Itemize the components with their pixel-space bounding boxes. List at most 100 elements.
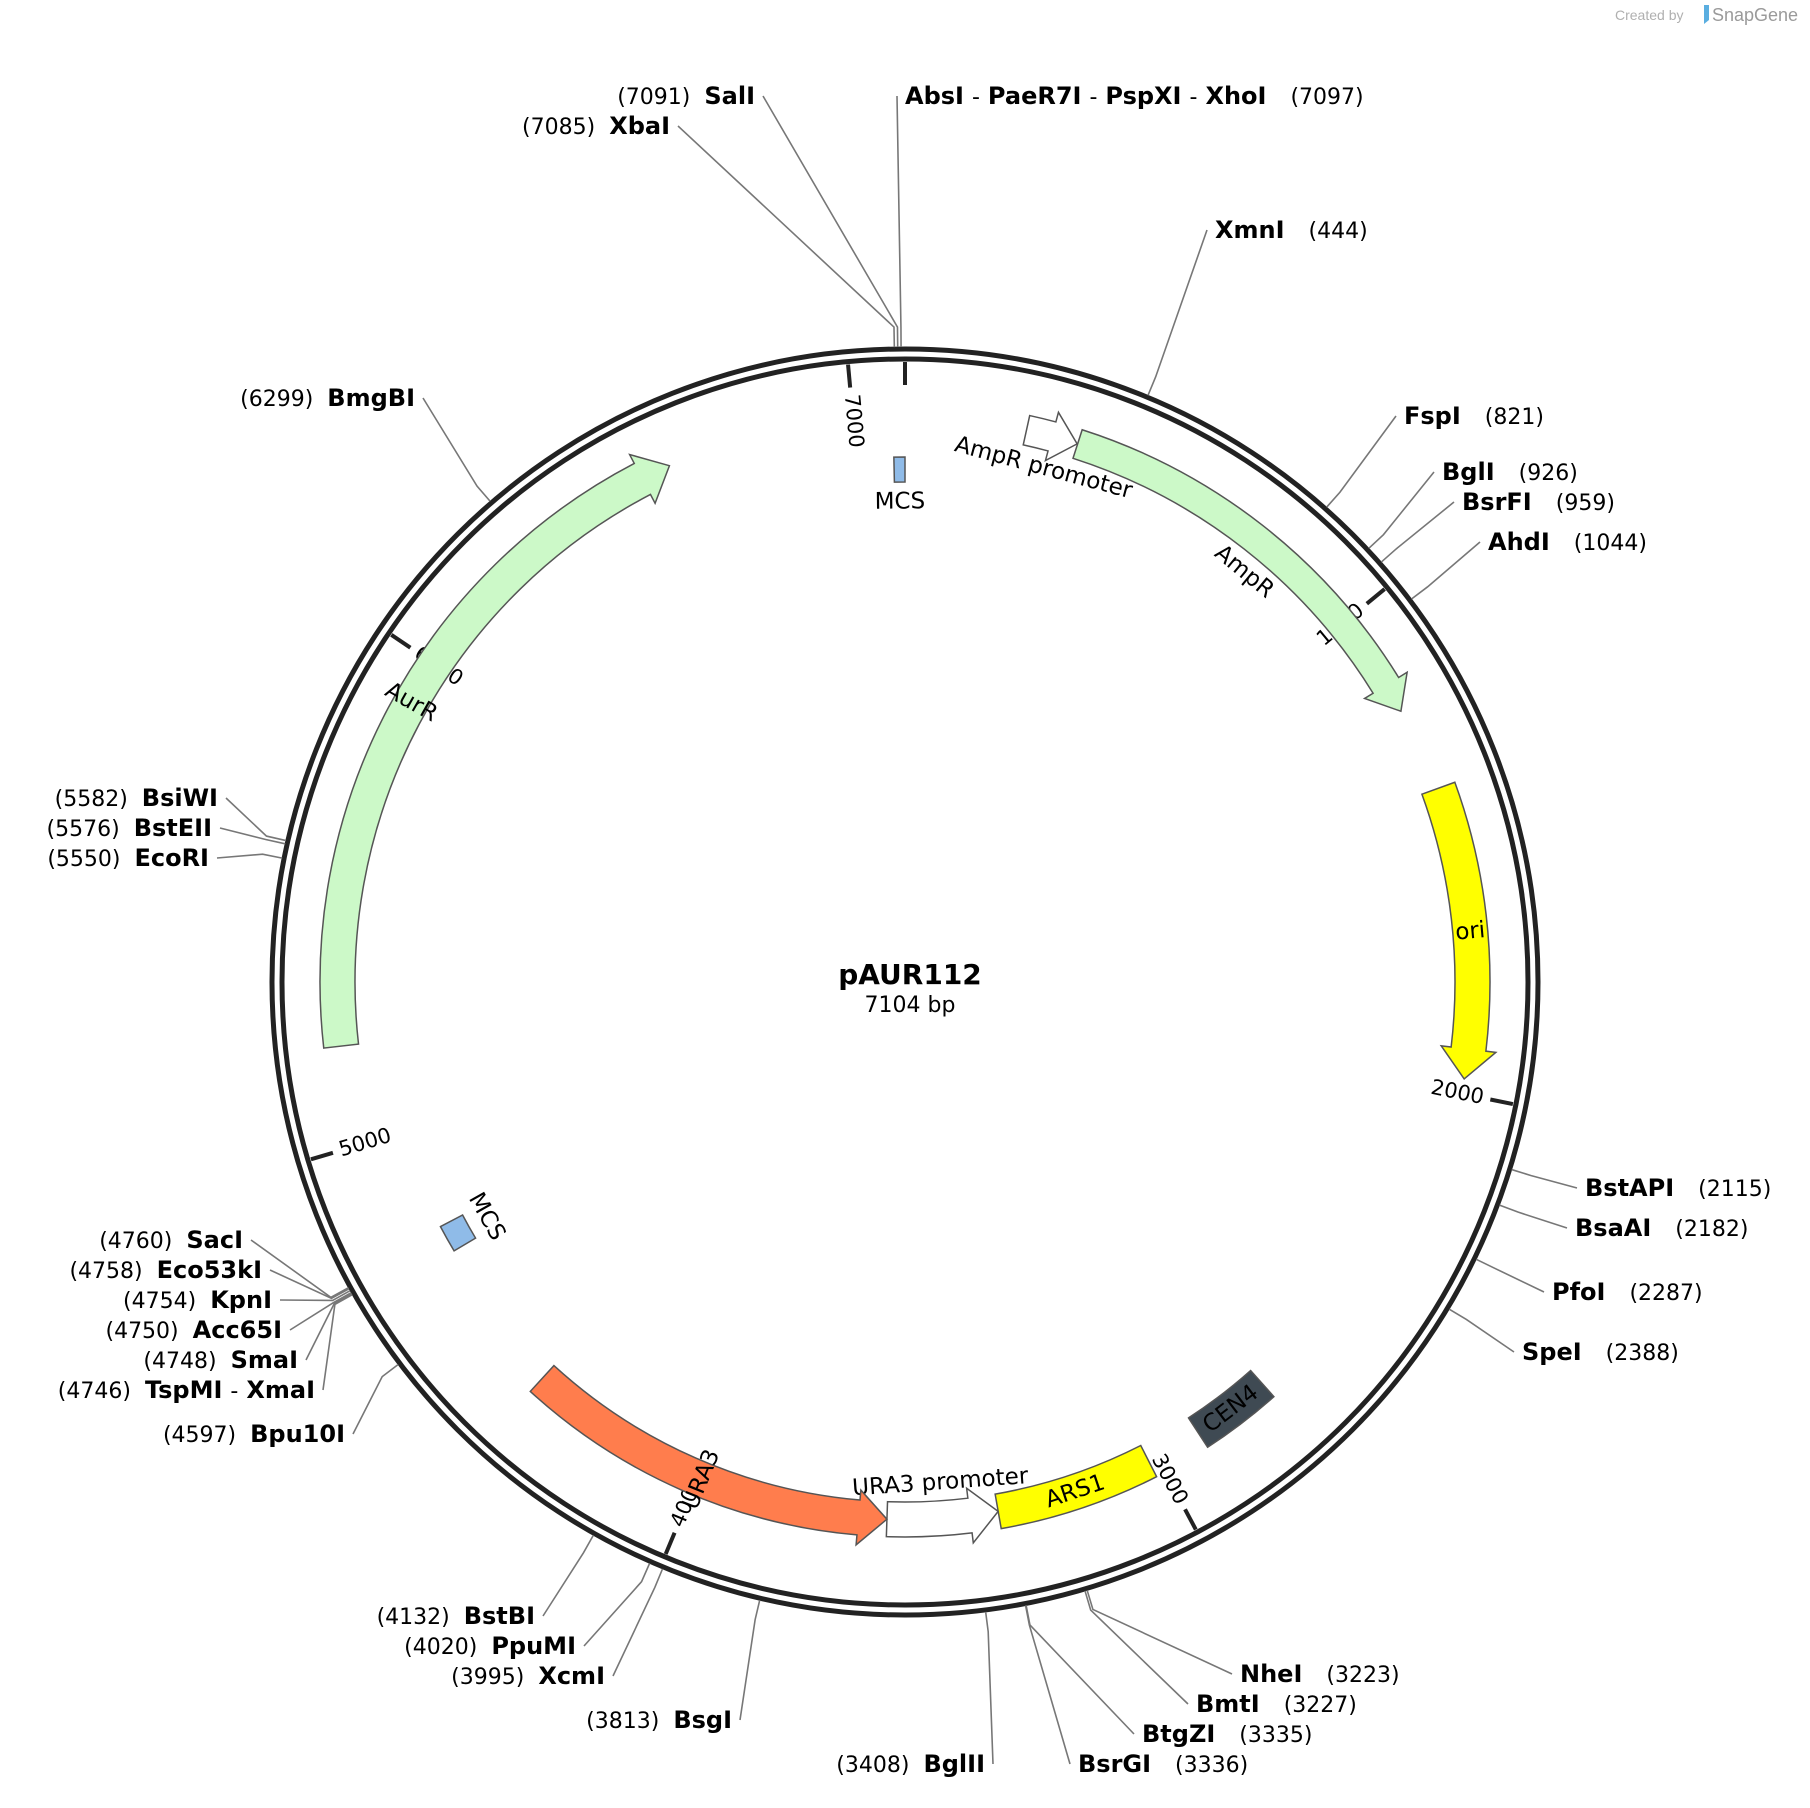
- site-enzyme: XmaI: [246, 1376, 315, 1404]
- site-kpni: (4754)KpnI: [123, 1286, 351, 1314]
- site-label: BglI(926): [1442, 458, 1578, 486]
- site-xcmi: (3995)XcmI: [451, 1568, 664, 1690]
- site-bsaai: BsaAI(2182): [1499, 1204, 1748, 1242]
- site-bmgbi: (6299) BmgBI: [240, 384, 491, 502]
- site-position: (821): [1485, 405, 1544, 430]
- site-label: BmtI(3227): [1196, 1690, 1357, 1718]
- site-label: (5550)EcoRI: [47, 844, 209, 872]
- site-enzyme: AhdI: [1488, 528, 1550, 556]
- site-enzyme: PpuMI: [491, 1632, 576, 1660]
- site-label: (7085) XbaI: [522, 112, 670, 140]
- site-fspi: FspI (821): [1326, 402, 1544, 508]
- site-enzyme: FspI: [1404, 402, 1461, 430]
- site-enzyme: BsrGI: [1078, 1750, 1151, 1778]
- feature-mcs: [893, 456, 906, 483]
- site-bsiwi: (5582)BsiWI: [55, 784, 287, 842]
- tick-label: 5000: [336, 1123, 394, 1161]
- restriction-sites: (7091)SalI (7085) XbaI AbsI-PaeR7I-PspXI-Xh…: [47, 82, 1772, 1778]
- site-leader: [250, 1239, 349, 1299]
- site-label: XmnI(444): [1215, 216, 1368, 244]
- site-position: (6299): [240, 387, 313, 412]
- site-ppumi: (4020) PpuMI: [404, 1563, 651, 1660]
- site-enzyme: XhoI: [1205, 82, 1266, 110]
- site-nhei: NheI(3223): [1086, 1590, 1400, 1688]
- site-label: (5582)BsiWI: [55, 784, 218, 812]
- site-position: (5576): [47, 817, 120, 842]
- site-leader: [1024, 1605, 1071, 1765]
- tick-mark: [1365, 587, 1386, 606]
- site-leader: [1499, 1204, 1568, 1229]
- site-enzyme: Bpu10I: [250, 1420, 345, 1448]
- site-sali: (7091)SalI: [617, 82, 899, 348]
- site-enzyme: EcoRI: [134, 844, 209, 872]
- site-position: (4748): [143, 1349, 216, 1374]
- tick-label: 2000: [1429, 1075, 1486, 1109]
- feature-mcs: [439, 1213, 477, 1252]
- site-label: (4020) PpuMI: [404, 1632, 576, 1660]
- site-leader: [322, 1293, 353, 1391]
- site-tspmi-xmai: (4746)TspMI-XmaI: [58, 1293, 353, 1404]
- tick-label: 3000: [1147, 1450, 1193, 1508]
- tick-mark: [846, 364, 853, 388]
- site-enzyme: Acc65I: [193, 1316, 282, 1344]
- plasmid-name: pAUR112: [838, 958, 982, 991]
- feature-ori: [1420, 781, 1498, 1081]
- site-position: (2182): [1675, 1217, 1748, 1242]
- site-enzyme: XbaI: [609, 112, 670, 140]
- site-smai: (4748) SmaI: [143, 1292, 353, 1374]
- credit-brand: SnapGene: [1712, 5, 1798, 25]
- site-absi-paer7i-pspxi-xhoi: AbsI-PaeR7I-PspXI-XhoI(7097): [896, 82, 1364, 348]
- site-position: (2388): [1606, 1341, 1679, 1366]
- site-enzyme: BmgBI: [327, 384, 415, 412]
- site-enzyme: Eco53kI: [157, 1256, 262, 1284]
- site-position: (4020): [404, 1635, 477, 1660]
- feature-ampr-promoter: [1022, 410, 1079, 463]
- site-label: (4750)Acc65I: [105, 1316, 282, 1344]
- site-position: (4758): [69, 1259, 142, 1284]
- site-leader: [352, 1363, 399, 1435]
- backbone-outer: [269, 346, 1541, 1618]
- site-label: PfoI(2287): [1552, 1278, 1703, 1306]
- site-bstapi: BstAPI(2115): [1511, 1168, 1771, 1202]
- site-label: BstAPI(2115): [1585, 1174, 1771, 1202]
- feature-label-mcs: MCS: [875, 488, 926, 515]
- feature-label-ori: ori: [1454, 917, 1486, 946]
- site-label: (5576)BstEII: [47, 814, 212, 842]
- site-position: (2115): [1698, 1177, 1771, 1202]
- site-leader: [1380, 501, 1455, 563]
- site-spei: SpeI(2388): [1448, 1308, 1679, 1366]
- feature-cen4: [1187, 1369, 1275, 1449]
- site-position: (4597): [163, 1423, 236, 1448]
- site-position: (3995): [451, 1665, 524, 1690]
- site-label: (3408)BglII: [836, 1750, 985, 1778]
- backbone-inner: [279, 356, 1531, 1608]
- site-enzyme: NheI: [1240, 1660, 1302, 1688]
- site-leader: [269, 1269, 350, 1300]
- site-label: BsrGI(3336): [1078, 1750, 1248, 1778]
- site-label: (4597) Bpu10I: [163, 1420, 345, 1448]
- site-enzyme: PspXI: [1105, 82, 1181, 110]
- site-bsrfi: BsrFI(959): [1380, 488, 1615, 563]
- site-enzyme: PaeR7I: [988, 82, 1082, 110]
- site-leader: [984, 1611, 994, 1765]
- site-enzyme: BsiWI: [142, 784, 218, 812]
- site-leader: [422, 397, 491, 502]
- site-label: AhdI(1044): [1488, 528, 1647, 556]
- site-leader: [739, 1599, 761, 1721]
- site-enzyme: KpnI: [210, 1286, 272, 1314]
- tick-mark: [1183, 1508, 1198, 1531]
- site-position: (3813): [586, 1709, 659, 1734]
- site-label: NheI(3223): [1240, 1660, 1400, 1688]
- site-enzyme: SmaI: [231, 1346, 298, 1374]
- site-leader: [1475, 1258, 1545, 1293]
- site-separator: -: [1189, 85, 1197, 110]
- site-separator: -: [1089, 85, 1097, 110]
- site-leader: [583, 1563, 651, 1647]
- site-label: (4760)SacI: [99, 1226, 243, 1254]
- site-label: (3813)BsgI: [586, 1706, 732, 1734]
- site-leader: [305, 1292, 353, 1361]
- site-position: (7085): [522, 115, 595, 140]
- site-bsrgi: BsrGI(3336): [1024, 1605, 1248, 1778]
- site-enzyme: BglI: [1442, 458, 1495, 486]
- site-leader: [1147, 229, 1208, 396]
